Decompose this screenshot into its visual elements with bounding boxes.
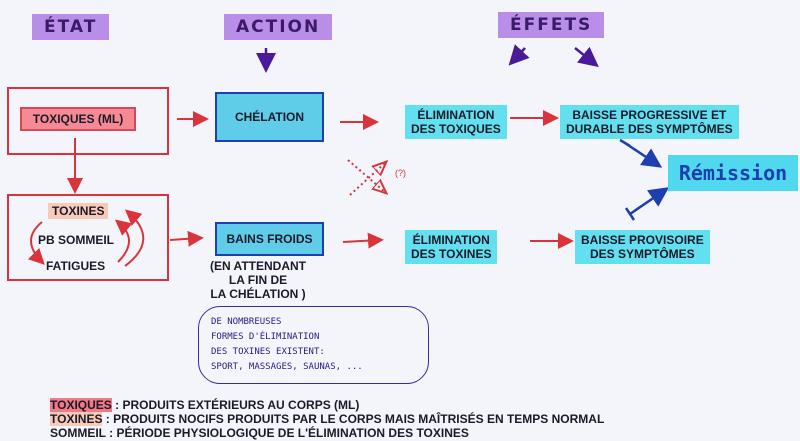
elimination-toxines: ÉLIMINATION DES TOXINES xyxy=(405,230,498,264)
treatment-note: (EN ATTENDANT LA FIN DE LA CHÉLATION ) xyxy=(210,259,306,301)
treatment-chelation: CHÉLATION xyxy=(215,92,324,142)
legend-item: TOXINES : PRODUITS NOCIFS PRODUITS PAR L… xyxy=(50,412,604,426)
question-mark: (?) xyxy=(395,168,406,178)
header-action: ACTION xyxy=(224,14,333,40)
cause-frame-1 xyxy=(7,87,169,155)
legend-item: TOXIQUES : PRODUITS EXTÉRIEURS AU CORPS … xyxy=(50,398,604,412)
legend-term: TOXINES xyxy=(50,412,103,426)
result-remission: Rémission xyxy=(668,155,798,191)
legend-item: SOMMEIL : PÉRIODE PHYSIOLOGIQUE DE L'ÉLI… xyxy=(50,426,604,440)
cause-frame-2 xyxy=(7,194,169,281)
treatment-bains-froids: BAINS FROIDS xyxy=(215,222,324,256)
cause-sommeil: PB SOMMEIL xyxy=(38,233,115,247)
cause-fatigues: FATIGUES xyxy=(46,259,106,273)
legend-def: : PRODUITS NOCIFS PRODUITS PAR LE CORPS … xyxy=(102,412,605,426)
outcome-provisoire: BAISSE PROVISOIRE DES SYMPTÔMES xyxy=(575,230,710,264)
header-effets: ÉFFETS xyxy=(498,12,605,38)
legend-def: : PÉRIODE PHYSIOLOGIQUE DE L'ÉLIMINATION… xyxy=(105,426,469,440)
header-etat: ÉTAT xyxy=(32,14,110,40)
legend-term: TOXIQUES xyxy=(50,398,112,412)
outcome-durable: BAISSE PROGRESSIVE ET DURABLE DES SYMPTÔ… xyxy=(560,105,739,139)
legend-def: : PRODUITS EXTÉRIEURS AU CORPS (ML) xyxy=(111,398,360,412)
note-bubble: DE NOMBREUSES FORMES D'ÉLIMINATION DES T… xyxy=(198,306,429,384)
elimination-toxiques: ÉLIMINATION DES TOXIQUES xyxy=(405,105,507,139)
cause-toxiques: TOXIQUES (ML) xyxy=(20,107,136,131)
cause-toxines: TOXINES xyxy=(48,203,109,219)
legend-term: SOMMEIL xyxy=(50,426,106,440)
legend: TOXIQUES : PRODUITS EXTÉRIEURS AU CORPS … xyxy=(50,398,604,440)
